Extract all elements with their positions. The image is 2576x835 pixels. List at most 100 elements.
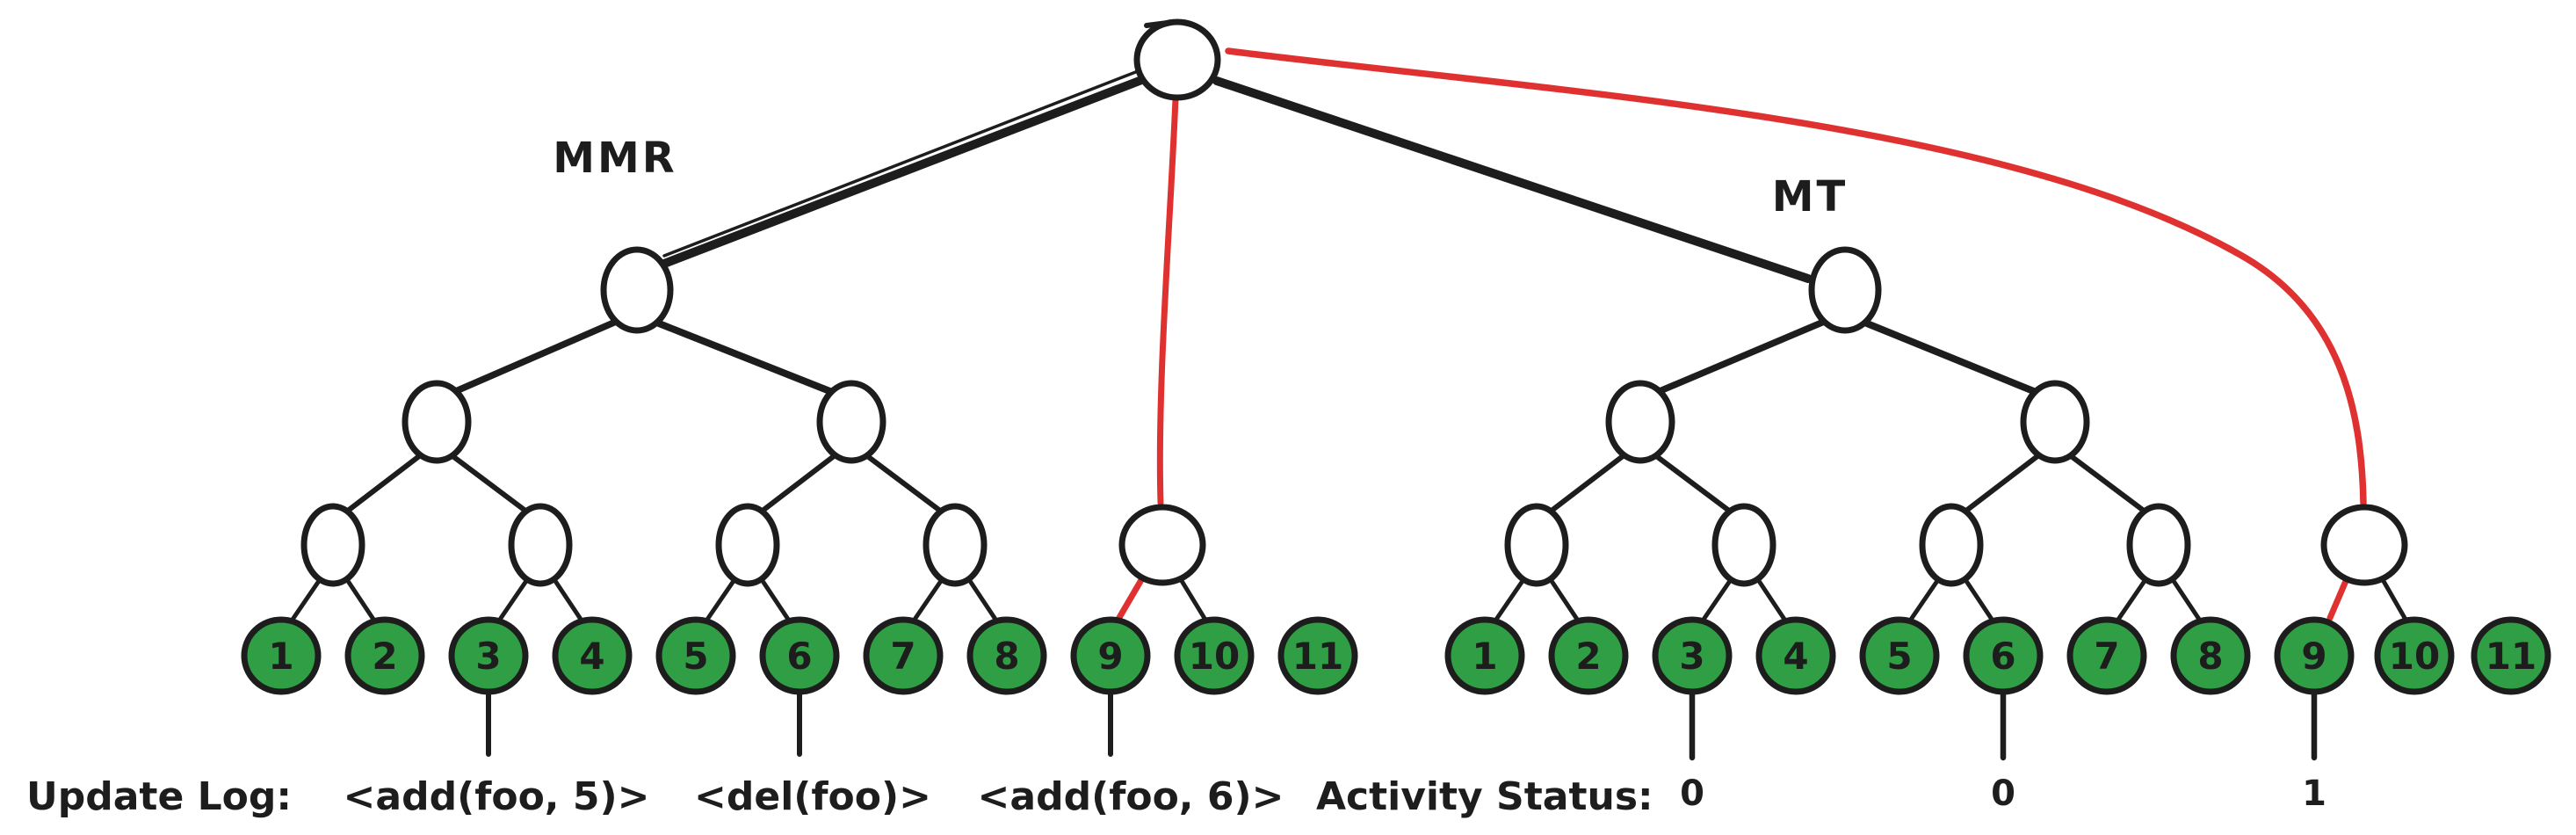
tree-edge: [1755, 576, 1791, 628]
mt-internal-node: [2020, 380, 2090, 464]
mt-leaf-label-8: 8: [2197, 635, 2223, 678]
highlight-edge-mmr-to-leaf9: [1114, 570, 1148, 624]
mmr-leaf-7: [863, 616, 944, 695]
tree-edge: [1904, 576, 1942, 628]
mt-internal-node: [1711, 503, 1776, 587]
mt-leaf-4: [1755, 616, 1836, 695]
tree-edge: [2067, 453, 2150, 516]
mmr-internal-node: [402, 380, 472, 464]
mmr-internal-node: [816, 380, 886, 464]
tree-edge: [2378, 574, 2411, 627]
mmr-internal-node: [508, 503, 573, 587]
mt-leaf-label-10: 10: [2389, 635, 2440, 678]
tree-edge: [756, 451, 840, 516]
mt-internal-node: [2126, 503, 2191, 587]
root-node: [1133, 18, 1221, 101]
mt-leaf-11: [2471, 616, 2551, 695]
mt-leaf-label-9: 9: [2301, 635, 2326, 678]
mt-internal-node: [1808, 246, 1882, 334]
mt-leaf-label-1: 1: [1472, 635, 1497, 678]
activity-status-value-3: 1: [2302, 773, 2326, 814]
edges-layer: [286, 19, 2411, 761]
highlight-edge-root-to-mmr-peak9: [1156, 95, 1179, 506]
mt-leaf-8: [2170, 616, 2251, 695]
mmr-leaf-label-2: 2: [372, 635, 397, 678]
mmr-leaf-label-11: 11: [1292, 635, 1343, 678]
mmr-internal-node: [300, 503, 365, 587]
mt-leaf-10: [2374, 616, 2455, 695]
tree-edge: [1697, 576, 1734, 628]
mt-leaf-1: [1444, 616, 1525, 695]
mmr-internal-node-9-10: [1118, 504, 1206, 586]
mt-leaf-label-11: 11: [2486, 635, 2536, 678]
mmr-leaf-label-9: 9: [1097, 635, 1123, 678]
mmr-leaf-8: [966, 616, 1047, 695]
mmr-tree-label: MMR: [553, 134, 677, 183]
mt-internal-node-9-10: [2320, 504, 2408, 586]
mmr-leaf-9: [1070, 616, 1151, 695]
tree-edge: [551, 576, 588, 628]
tree-edge: [446, 318, 619, 397]
tree-edge: [342, 451, 425, 516]
mt-leaf-2: [1548, 616, 1629, 695]
tree-edge: [1863, 320, 2044, 397]
tree-edge: [344, 576, 380, 628]
mmr-leaf-3: [448, 616, 529, 695]
mmr-leaf-label-7: 7: [890, 635, 915, 678]
mmr-leaf-label-6: 6: [786, 635, 812, 678]
mmr-leaf-5: [655, 616, 736, 695]
tree-edge: [2169, 576, 2206, 628]
mmr-leaf-1: [241, 616, 322, 695]
mt-leaf-label-2: 2: [1575, 635, 1601, 678]
activity-status-value-1: 0: [1680, 773, 1704, 814]
mmr-leaf-4: [552, 616, 633, 695]
mmr-leaf-label-5: 5: [683, 635, 708, 678]
mt-leaf-label-5: 5: [1886, 635, 1912, 678]
highlight-edge-mt-to-leaf9: [2326, 571, 2352, 621]
tree-edge: [758, 576, 795, 628]
tree-edge: [864, 453, 946, 516]
tree-edge: [286, 576, 323, 628]
mmr-internal-node: [923, 503, 988, 587]
tree-edge: [493, 576, 531, 628]
mt-leaf-6: [1963, 616, 2044, 695]
tree-edge: [1960, 451, 2044, 516]
tree-edge: [1212, 76, 1813, 283]
tree-edge: [700, 576, 738, 628]
mmr-leaf-10: [1174, 616, 1255, 695]
tree-edge: [908, 576, 945, 628]
mt-leaf-3: [1652, 616, 1733, 695]
activity-status-value-2: 0: [1991, 773, 2015, 814]
mmr-leaf-label-10: 10: [1189, 635, 1240, 678]
mt-leaf-5: [1859, 616, 1940, 695]
mmr-leaf-2: [344, 616, 425, 695]
mmr-leaf-label-1: 1: [268, 635, 293, 678]
mmr-leaf-6: [759, 616, 840, 695]
update-log-entry-1: <add(foo, 5)>: [344, 774, 650, 819]
tree-edge: [1545, 451, 1629, 516]
activity-status-label: Activity Status:: [1316, 774, 1653, 819]
tree-edge: [662, 65, 1151, 258]
mmr-leaf-label-4: 4: [579, 635, 604, 678]
tree-edge: [1650, 318, 1827, 397]
mmr-leaf-label-8: 8: [994, 635, 1019, 678]
mt-leaf-label-3: 3: [1679, 635, 1704, 678]
mmr-leaf-label-3: 3: [475, 635, 501, 678]
tree-edge: [1176, 574, 1211, 627]
mt-leaf-9: [2274, 616, 2355, 695]
mt-internal-node: [1504, 503, 1569, 587]
mt-internal-node: [1605, 380, 1675, 464]
tree-edge: [653, 75, 1148, 271]
mmr-internal-node: [715, 503, 780, 587]
tree-edge: [2111, 576, 2149, 628]
mt-leaf-label-4: 4: [1783, 635, 1808, 678]
tree-edge: [449, 453, 532, 516]
mmr-leaf-11: [1277, 616, 1358, 695]
update-log-label: Update Log:: [26, 774, 292, 819]
tree-edge: [1489, 576, 1527, 628]
mt-leaf-7: [2066, 616, 2147, 695]
tree-edge: [966, 576, 1002, 628]
update-log-entry-2: <del(foo)>: [694, 774, 931, 819]
